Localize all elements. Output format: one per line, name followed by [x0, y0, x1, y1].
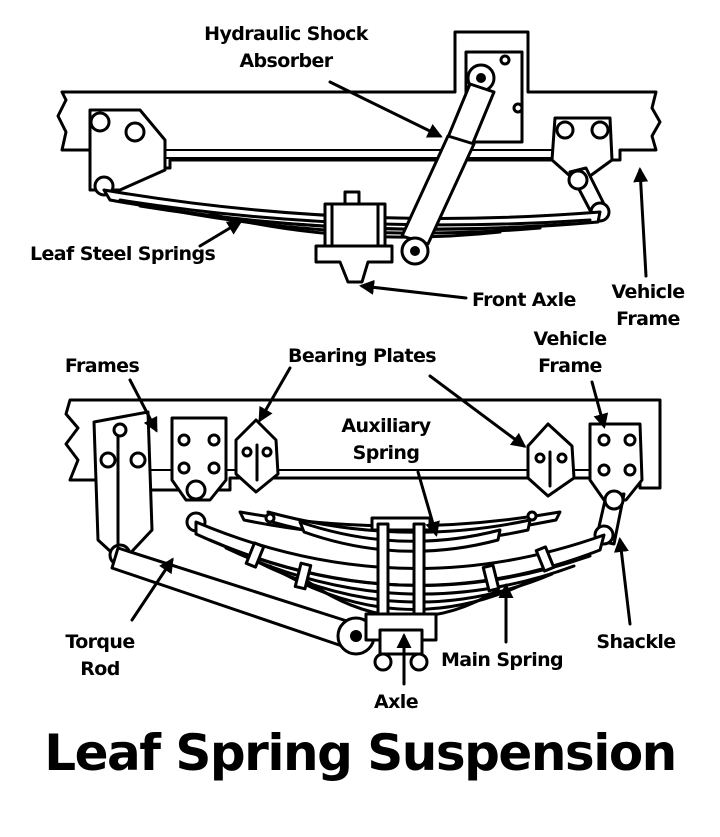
bottom-rear-hanger: [588, 422, 644, 502]
top-shock-absorber: [400, 50, 524, 266]
label-main-spring: Main Spring: [441, 649, 563, 671]
label-torque-rod-line1: Torque: [65, 631, 134, 653]
label-top-vehicle-frame-line2: Frame: [616, 308, 680, 330]
label-torque-rod-line2: Rod: [80, 658, 119, 680]
label-axle: Axle: [374, 691, 418, 713]
label-hydraulic-shock-line2: Absorber: [239, 50, 333, 72]
bottom-torque-bracket: [92, 410, 154, 567]
label-bearing-plates: Bearing Plates: [288, 345, 436, 367]
page-title: Leaf Spring Suspension: [44, 724, 677, 782]
labels: Hydraulic Shock Absorber Leaf Steel Spri…: [30, 23, 685, 713]
label-auxiliary-spring-line2: Spring: [353, 442, 420, 464]
top-diagram: [56, 30, 662, 284]
bottom-diagram: [64, 398, 662, 672]
bottom-axle-clamp: [364, 516, 438, 672]
leader-lines: [128, 80, 649, 686]
label-bottom-vehicle-frame-line2: Frame: [538, 355, 602, 377]
top-left-hanger: [88, 108, 167, 197]
bottom-bearing-plate-right: [526, 422, 576, 498]
bottom-auxiliary-spring: [238, 510, 562, 553]
bottom-bearing-plate-left: [234, 418, 280, 494]
bottom-front-hanger: [170, 416, 228, 533]
top-front-axle: [314, 244, 394, 284]
label-frames: Frames: [65, 355, 140, 377]
label-shackle: Shackle: [596, 631, 675, 653]
label-front-axle: Front Axle: [472, 289, 576, 311]
top-axle-clamp: [323, 190, 387, 252]
top-right-hanger: [550, 116, 614, 223]
label-hydraulic-shock-line1: Hydraulic Shock: [204, 23, 369, 45]
label-auxiliary-spring-line1: Auxiliary: [341, 415, 431, 437]
label-leaf-steel-springs: Leaf Steel Springs: [30, 243, 215, 265]
bottom-main-spring: [194, 520, 606, 619]
label-bottom-vehicle-frame-line1: Vehicle: [533, 328, 606, 350]
label-top-vehicle-frame-line1: Vehicle: [611, 281, 684, 303]
